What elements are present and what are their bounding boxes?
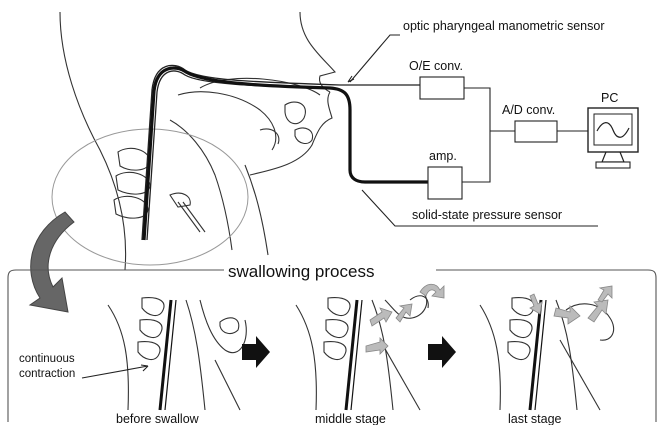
amp-label: amp.	[429, 149, 457, 163]
curved-arrow-icon	[30, 212, 74, 312]
ad-conv-label: A/D conv.	[502, 103, 555, 117]
pc-label: PC	[601, 91, 618, 105]
oe-conv-label: O/E conv.	[409, 59, 463, 73]
amp-box	[428, 167, 462, 199]
oe-conv-box	[420, 77, 464, 99]
solid-sensor-label: solid-state pressure sensor	[412, 208, 562, 222]
stage-before-swallow: continuous contraction before swallow	[19, 298, 246, 425]
stage-before-label: before swallow	[116, 412, 200, 425]
stage-last-label: last stage	[508, 412, 562, 425]
arrow-right-icon-2	[428, 336, 456, 368]
swallowing-process-panel: swallowing process continuous contractio…	[8, 262, 656, 425]
monitor-icon	[588, 108, 638, 168]
signal-chain: O/E conv. amp. A/D conv. PC	[409, 59, 638, 199]
process-title: swallowing process	[228, 262, 374, 281]
ad-conv-box	[515, 121, 557, 142]
optic-sensor-label: optic pharyngeal manometric sensor	[403, 19, 605, 33]
continuous-label-line1: continuous	[19, 353, 75, 365]
catheters	[142, 65, 428, 240]
continuous-label-line2: contraction	[19, 368, 75, 380]
stage-middle: middle stage	[296, 284, 444, 425]
head-anatomy	[52, 12, 335, 270]
sensor-callouts: optic pharyngeal manometric sensor solid…	[348, 19, 605, 226]
stage-middle-label: middle stage	[315, 412, 386, 425]
arrow-right-icon	[242, 336, 270, 368]
stage-last: last stage	[480, 286, 614, 425]
